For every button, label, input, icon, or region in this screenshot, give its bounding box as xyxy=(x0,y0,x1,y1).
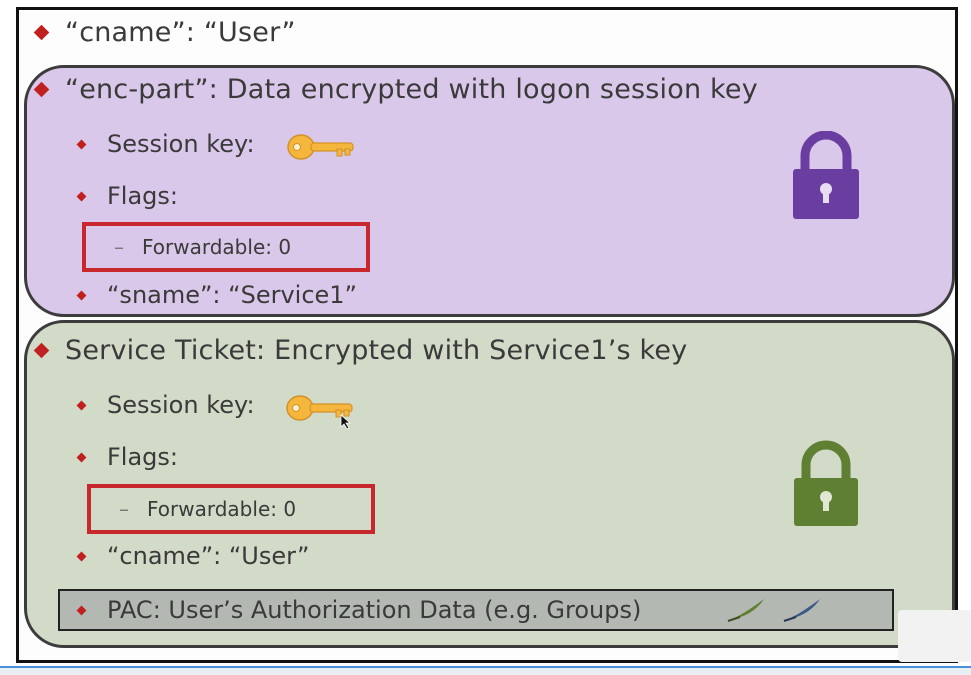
enc-part-heading: “enc-part”: Data encrypted with logon se… xyxy=(65,74,758,105)
bullet xyxy=(76,290,87,300)
bullet xyxy=(33,81,50,98)
bullet xyxy=(76,191,87,201)
cname-text: “cname”: “User” xyxy=(107,542,310,570)
session-key-label: Session key: xyxy=(107,391,255,419)
channel-logo xyxy=(898,610,971,662)
flags-label: Flags: xyxy=(107,443,179,471)
quill-pen-icon xyxy=(727,599,764,622)
bullet xyxy=(76,605,87,615)
forwardable-flag-box: – Forwardable: 0 xyxy=(82,222,370,272)
session-key-label: Session key: xyxy=(107,130,255,158)
ticket-flags-row: Flags: xyxy=(76,443,179,471)
pac-text: PAC: User’s Authorization Data (e.g. Gro… xyxy=(107,596,642,624)
key-icon xyxy=(287,134,354,160)
player-progress-strip xyxy=(0,666,971,675)
bullet xyxy=(76,551,87,561)
cname-text: “cname”: “User” xyxy=(65,17,296,48)
ticket-session-key-row: Session key: xyxy=(76,391,255,419)
padlock-icon xyxy=(793,131,859,219)
forwardable-flag: Forwardable: 0 xyxy=(147,497,297,521)
cname-line: “cname”: “User” xyxy=(33,17,296,48)
pac-bar: PAC: User’s Authorization Data (e.g. Gro… xyxy=(58,589,894,631)
padlock-icon xyxy=(794,440,858,526)
bullet xyxy=(33,342,50,359)
bullet xyxy=(76,139,87,149)
service-ticket-heading-row: Service Ticket: Encrypted with Service1’… xyxy=(33,335,688,366)
mouse-pointer-icon xyxy=(340,414,352,430)
forwardable-flag: Forwardable: 0 xyxy=(142,235,292,259)
bullet xyxy=(76,400,87,410)
enc-flags-row: Flags: xyxy=(76,182,179,210)
enc-part-heading-row: “enc-part”: Data encrypted with logon se… xyxy=(33,74,758,105)
bullet xyxy=(33,24,50,41)
ticket-cname-row: “cname”: “User” xyxy=(76,542,310,570)
key-icon xyxy=(286,395,353,421)
service-ticket-heading: Service Ticket: Encrypted with Service1’… xyxy=(65,335,688,366)
enc-session-key-row: Session key: xyxy=(76,130,255,158)
flags-label: Flags: xyxy=(107,182,179,210)
dash: – xyxy=(119,497,129,521)
sname-row: “sname”: “Service1” xyxy=(76,281,357,309)
bullet xyxy=(76,452,87,462)
sname-text: “sname”: “Service1” xyxy=(107,281,357,309)
quill-pen-icon xyxy=(783,599,820,622)
forwardable-flag-box: – Forwardable: 0 xyxy=(87,484,375,534)
dash: – xyxy=(114,235,124,259)
